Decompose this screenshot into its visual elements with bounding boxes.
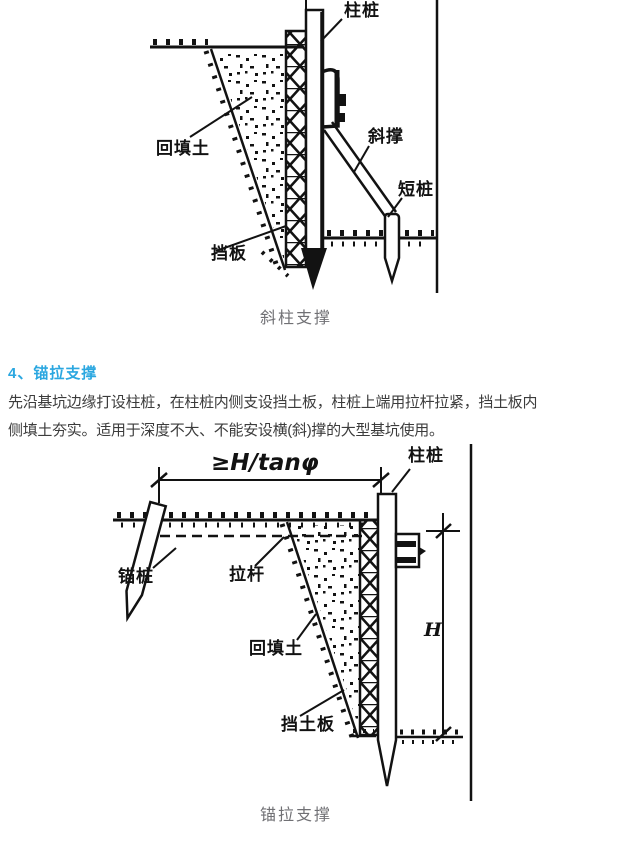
fig1-label-backfill: 回填土	[156, 139, 210, 158]
fig2-label-tie-rod: 拉杆	[229, 565, 265, 584]
fig2-label-column-pile: 柱桩	[408, 446, 444, 465]
fig1-label-diagonal-brace: 斜撑	[368, 127, 404, 146]
fig2-label-retaining-board: 挡土板	[281, 715, 335, 734]
fig2-bracket	[394, 532, 426, 569]
fig2-backfill-dots	[292, 525, 360, 731]
figure2-anchor-tie-support	[113, 444, 473, 801]
fig2-anchor-pile	[125, 500, 168, 623]
fig1-label-short-pile: 短桩	[398, 180, 434, 199]
fig2-label-backfill: 回填土	[249, 639, 303, 658]
fig2-leader-lines	[152, 468, 411, 717]
fig2-column-pile	[376, 492, 398, 787]
fig1-label-retaining-board: 挡板	[211, 244, 247, 263]
fig2-top-dimension	[150, 467, 390, 503]
fig1-board-column	[284, 29, 308, 269]
figure2-caption: 锚拉支撑	[259, 807, 332, 824]
figure1-caption: 斜柱支撑	[259, 310, 332, 327]
fig1-pile-tip	[301, 248, 327, 290]
fig1-label-column-pile: 柱桩	[344, 1, 380, 20]
paragraph-line-2: 侧填土夯实。适用于深度不大、不能安设横(斜)撑的大型基坑使用。	[8, 422, 444, 439]
fig1-backfill-dots	[215, 52, 286, 266]
figure1-inclined-column-support	[150, 0, 439, 293]
fig2-label-anchor-pile: 锚桩	[118, 567, 154, 586]
fig2-slope-line	[285, 521, 360, 739]
fig1-bracket	[321, 68, 346, 129]
fig1-short-pile	[383, 212, 401, 286]
paragraph-line-1: 先沿基坑边缘打设柱桩，在柱桩内侧支设挡土板，柱桩上端用拉杆拉紧，挡土板内	[8, 394, 538, 411]
fig2-board-column	[358, 518, 380, 737]
fig1-diagonal-brace	[322, 129, 389, 220]
fig2-dimension-label: ≥H/tanφ	[211, 450, 319, 476]
section-heading: 4、锚拉支撑	[8, 365, 98, 382]
fig1-slope-line	[209, 48, 287, 271]
fig2-depth-dimension	[426, 513, 460, 742]
fig2-depth-label: H	[424, 619, 442, 641]
fig1-leader-lines	[189, 18, 403, 252]
